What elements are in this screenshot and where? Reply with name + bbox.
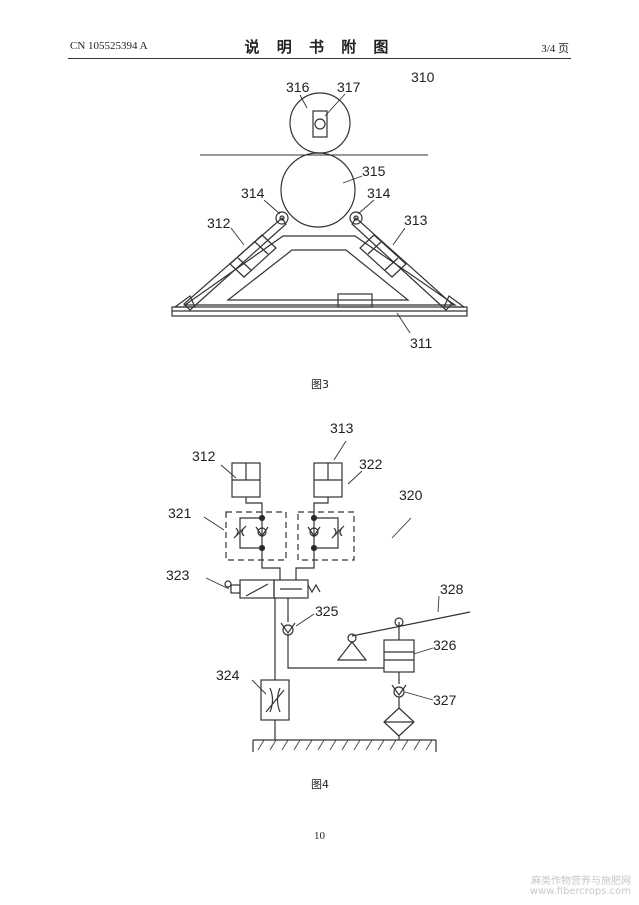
fig3-label-314-right: 314	[367, 185, 391, 201]
publication-number: CN 105525394 A	[70, 40, 148, 52]
fig4-label-324: 324	[216, 667, 240, 683]
fig4-label-326: 326	[433, 637, 457, 653]
fig3-label-311: 311	[410, 335, 433, 351]
fig3-label-317: 317	[337, 79, 361, 95]
fig4-label-323: 323	[166, 567, 190, 583]
fig3-pivot-314-right	[349, 211, 363, 225]
fig3-axle-317	[314, 118, 326, 130]
page-count: 3/4 页	[541, 43, 569, 55]
fig4-label-325: 325	[315, 603, 339, 619]
figure-4: 312 313 322 320 321 323 328 325 326 324 …	[166, 420, 471, 752]
fig4-label-321: 321	[168, 505, 192, 521]
page-number: 10	[314, 830, 325, 842]
watermark-url: www.fibercrops.com	[529, 886, 631, 897]
fig3-roller-315	[280, 152, 356, 228]
fig4-pump-326	[383, 617, 415, 684]
fig3-label-310: 310	[411, 69, 435, 85]
fig3-label-315: 315	[362, 163, 386, 179]
fig4-lever-328	[336, 611, 471, 661]
fig4-valve-321-internals	[233, 512, 269, 560]
fig4-label-322: 322	[359, 456, 383, 472]
fig3-pivot-314-left-center	[279, 215, 285, 221]
fig3-pivot-314-left	[275, 211, 289, 225]
fig3-leader-lines	[230, 93, 411, 334]
figure-3: 316 317 310 315 314 314 312 313 311	[171, 69, 468, 351]
fig4-label-313: 313	[330, 420, 354, 436]
fig3-cylinder-313	[351, 217, 453, 311]
fig3-roller-316	[289, 92, 351, 154]
figure-3-caption: 图3	[311, 378, 329, 391]
document-title: 说 明 书 附 图	[244, 38, 395, 56]
fig3-label-316: 316	[286, 79, 310, 95]
fig4-directional-valve-323	[224, 579, 321, 599]
header-rule	[68, 58, 571, 59]
fig3-cylinder-312	[183, 217, 287, 311]
fig3-label-314-left: 314	[241, 185, 265, 201]
watermark-site-name: 麻类作物营养与施肥网	[531, 876, 631, 887]
fig4-valve-322-internals	[307, 512, 345, 560]
page-header: CN 105525394 A 说 明 书 附 图 3/4 页	[0, 0, 639, 60]
fig3-label-312: 312	[207, 215, 231, 231]
fig4-label-312: 312	[192, 448, 216, 464]
fig4-label-327: 327	[433, 692, 457, 708]
fig4-leader-lines	[203, 440, 440, 701]
fig4-tank	[252, 739, 437, 752]
figure-4-caption: 图4	[311, 778, 329, 791]
fig4-valve-block-321	[225, 511, 287, 561]
fig4-valve-block-322	[297, 511, 355, 561]
fig4-throttle-valve-324	[260, 679, 290, 721]
fig3-frame-311	[171, 235, 468, 317]
fig3-label-313: 313	[404, 212, 428, 228]
fig4-label-328: 328	[440, 581, 464, 597]
fig3-pivot-314-right-center	[353, 215, 359, 221]
fig3-bracket-317	[312, 110, 328, 138]
fig4-label-320: 320	[399, 487, 423, 503]
